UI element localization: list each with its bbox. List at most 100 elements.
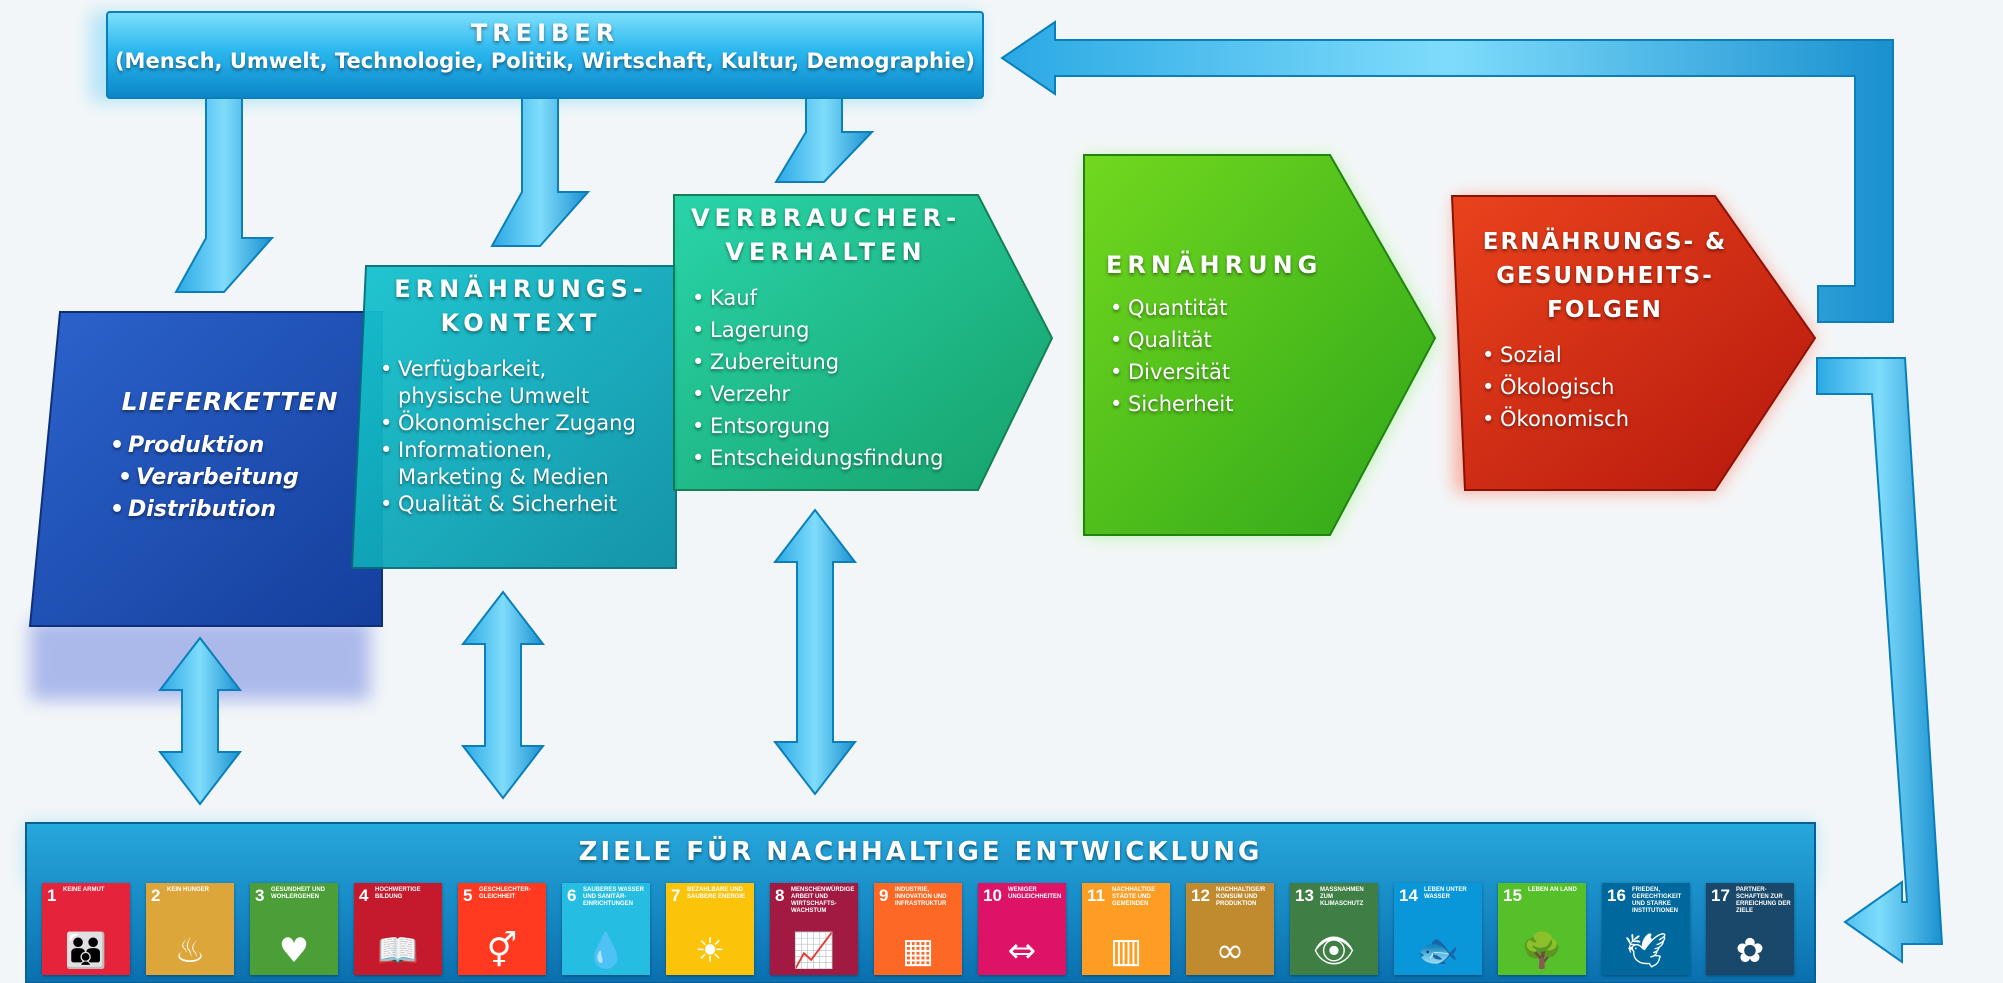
sdg-number: 2 xyxy=(151,886,161,905)
sdg-label: KEIN HUNGER xyxy=(167,887,210,893)
ernaehrung-title: ERNÄHRUNG xyxy=(1106,251,1323,279)
sdg-number: 10 xyxy=(983,886,1002,905)
sdg-6-icon: 💧 xyxy=(584,931,628,971)
list-item: Sozial xyxy=(1480,339,1720,371)
treiber-title: TREIBER xyxy=(470,19,620,47)
sdg-13-icon: 👁 xyxy=(1312,931,1356,971)
sdg-label: LEBEN UNTER WASSER xyxy=(1424,887,1467,900)
sdg-tile-2: 2 KEIN HUNGER ♨ xyxy=(146,883,234,975)
kontext-list: Verfügbarkeit,physische Umwelt Ökonomisc… xyxy=(378,356,678,518)
sdg-tile-13: 13 MASSNAHMEN ZUM KLIMASCHUTZ 👁 xyxy=(1290,883,1378,975)
sdg-5-icon: ⚥ xyxy=(486,931,518,971)
list-item: Distribution xyxy=(108,494,368,526)
sdg-label: FRIEDEN, GERECHTIGKEIT UND STARKE INSTIT… xyxy=(1632,887,1682,914)
sdg-tile-8: 8 MENSCHENWÜRDIGE ARBEIT UND WIRTSCHAFTS-… xyxy=(770,883,858,975)
sdg-15-icon: 🌳 xyxy=(1520,931,1564,971)
ernaehrung-list: Quantität Qualität Diversität Sicherheit xyxy=(1108,292,1328,420)
sdg-3-icon: ♥ xyxy=(278,931,310,971)
sdg-label: LEBEN AN LAND xyxy=(1528,887,1577,893)
sdg-number: 6 xyxy=(567,886,577,905)
sdg-label: MASSNAHMEN ZUM KLIMASCHUTZ xyxy=(1320,887,1364,907)
sdg-number: 14 xyxy=(1399,886,1418,905)
treiber-group xyxy=(106,11,984,293)
sdg-tile-7: 7 BEZAHLBARE UND SAUBERE ENERGIE ☀ xyxy=(666,883,754,975)
sdg-tile-4: 4 HOCHWERTIGE BILDUNG 📖 xyxy=(354,883,442,975)
list-item: Produktion xyxy=(108,430,368,462)
sdg-number: 9 xyxy=(879,886,889,905)
verbraucher-list: Kauf Lagerung Zubereitung Verzehr Entsor… xyxy=(690,282,1010,474)
sdg-number: 15 xyxy=(1503,886,1522,905)
kontext-title-line2: KONTEXT xyxy=(440,309,602,337)
folgen-list: Sozial Ökologisch Ökonomisch xyxy=(1480,339,1720,435)
list-item: Entscheidungsfindung xyxy=(690,442,1010,474)
sdg-label: WENIGER UNGLEICHHEITEN xyxy=(1008,887,1062,900)
folgen-title-line1: ERNÄHRUNGS- & xyxy=(1482,229,1728,255)
double-arrows xyxy=(157,508,858,806)
verbraucher-title-line1: VERBRAUCHER- xyxy=(690,204,962,232)
sdg-number: 13 xyxy=(1295,886,1314,905)
list-item: Ökonomisch xyxy=(1480,403,1720,435)
sdg-label: MENSCHENWÜRDIGE ARBEIT UND WIRTSCHAFTS-W… xyxy=(791,887,855,914)
sdg-tile-1: 1 KEINE ARMUT 👪 xyxy=(42,883,130,975)
sdg-1-icon: 👪 xyxy=(64,931,108,971)
sdg-tile-9: 9 INDUSTRIE, INNOVATION UND INFRASTRUKTUR… xyxy=(874,883,962,975)
sdg-number: 12 xyxy=(1191,886,1210,905)
sdg-8-icon: 📈 xyxy=(792,931,836,971)
treiber-arrow-kontext xyxy=(490,97,591,247)
list-item: Quantität xyxy=(1108,292,1328,324)
sdg-label: HOCHWERTIGE BILDUNG xyxy=(375,887,421,900)
list-item: Qualität xyxy=(1108,324,1328,356)
sdg-11-icon: ▥ xyxy=(1109,931,1143,971)
sdg-label: INDUSTRIE, INNOVATION UND INFRASTRUKTUR xyxy=(895,887,947,907)
sdg-tile-17: 17 PARTNER-SCHAFTEN ZUR ERREICHUNG DER ZI… xyxy=(1706,883,1794,975)
list-item: Verzehr xyxy=(690,378,1010,410)
sdg-label: KEINE ARMUT xyxy=(63,887,105,893)
sdg-tile-15: 15 LEBEN AN LAND 🌳 xyxy=(1498,883,1586,975)
lieferketten-title: LIEFERKETTEN xyxy=(121,387,339,416)
sdg-number: 17 xyxy=(1711,886,1730,905)
sdg-label: BEZAHLBARE UND SAUBERE ENERGIE xyxy=(687,887,746,900)
treiber-arrow-lieferketten xyxy=(174,97,275,293)
sdg-label: GESUNDHEIT UND WOHLERGEHEN xyxy=(271,887,326,900)
list-item: Verfügbarkeit,physische Umwelt xyxy=(378,356,678,410)
list-item: Lagerung xyxy=(690,314,1010,346)
sdg-2-icon: ♨ xyxy=(174,931,206,971)
double-arrow-verbraucher xyxy=(772,508,858,796)
sdg-tile-6: 6 SAUBERES WASSER UND SANITÄR-EINRICHTUNG… xyxy=(562,883,650,975)
sdg-number: 8 xyxy=(775,886,785,905)
list-item: Diversität xyxy=(1108,356,1328,388)
sdg-tile-16: 16 FRIEDEN, GERECHTIGKEIT UND STARKE INST… xyxy=(1602,883,1690,975)
list-item: Zubereitung xyxy=(690,346,1010,378)
sdg-label: NACHHALTIGE STÄDTE UND GEMEINDEN xyxy=(1112,887,1156,907)
list-item: Ökologisch xyxy=(1480,371,1720,403)
treiber-subtitle: (Mensch, Umwelt, Technologie, Politik, W… xyxy=(114,49,976,73)
list-item: Ökonomischer Zugang xyxy=(378,410,678,437)
verbraucher-title-line2: VERHALTEN xyxy=(725,238,927,266)
sdg-7-icon: ☀ xyxy=(694,931,726,971)
feedback-arrow-to-treiber xyxy=(1000,20,1894,323)
sdg-number: 4 xyxy=(359,886,369,905)
folgen-title-line3: FOLGEN xyxy=(1547,297,1663,323)
sdg-number: 7 xyxy=(671,886,681,905)
sdg-4-icon: 📖 xyxy=(376,931,420,971)
sdg-9-icon: ▦ xyxy=(901,931,935,971)
double-arrow-kontext xyxy=(460,590,546,800)
sdg-number: 16 xyxy=(1607,886,1626,905)
list-item: Verarbeitung xyxy=(116,462,376,494)
sdg-label: PARTNER-SCHAFTEN ZUR ERREICHUNG DER ZIEL… xyxy=(1736,887,1791,914)
sdg-17-icon: ✿ xyxy=(1735,931,1765,971)
list-item: Qualität & Sicherheit xyxy=(378,491,678,518)
sdg-16-icon: 🕊 xyxy=(1624,931,1668,971)
list-item: Entsorgung xyxy=(690,410,1010,442)
sdg-number: 1 xyxy=(47,886,57,905)
list-item: Kauf xyxy=(690,282,1010,314)
sdg-label: SAUBERES WASSER UND SANITÄR-EINRICHTUNGE… xyxy=(583,887,645,907)
list-item: Informationen,Marketing & Medien xyxy=(378,437,678,491)
kontext-title-line1: ERNÄHRUNGS- xyxy=(394,275,648,303)
